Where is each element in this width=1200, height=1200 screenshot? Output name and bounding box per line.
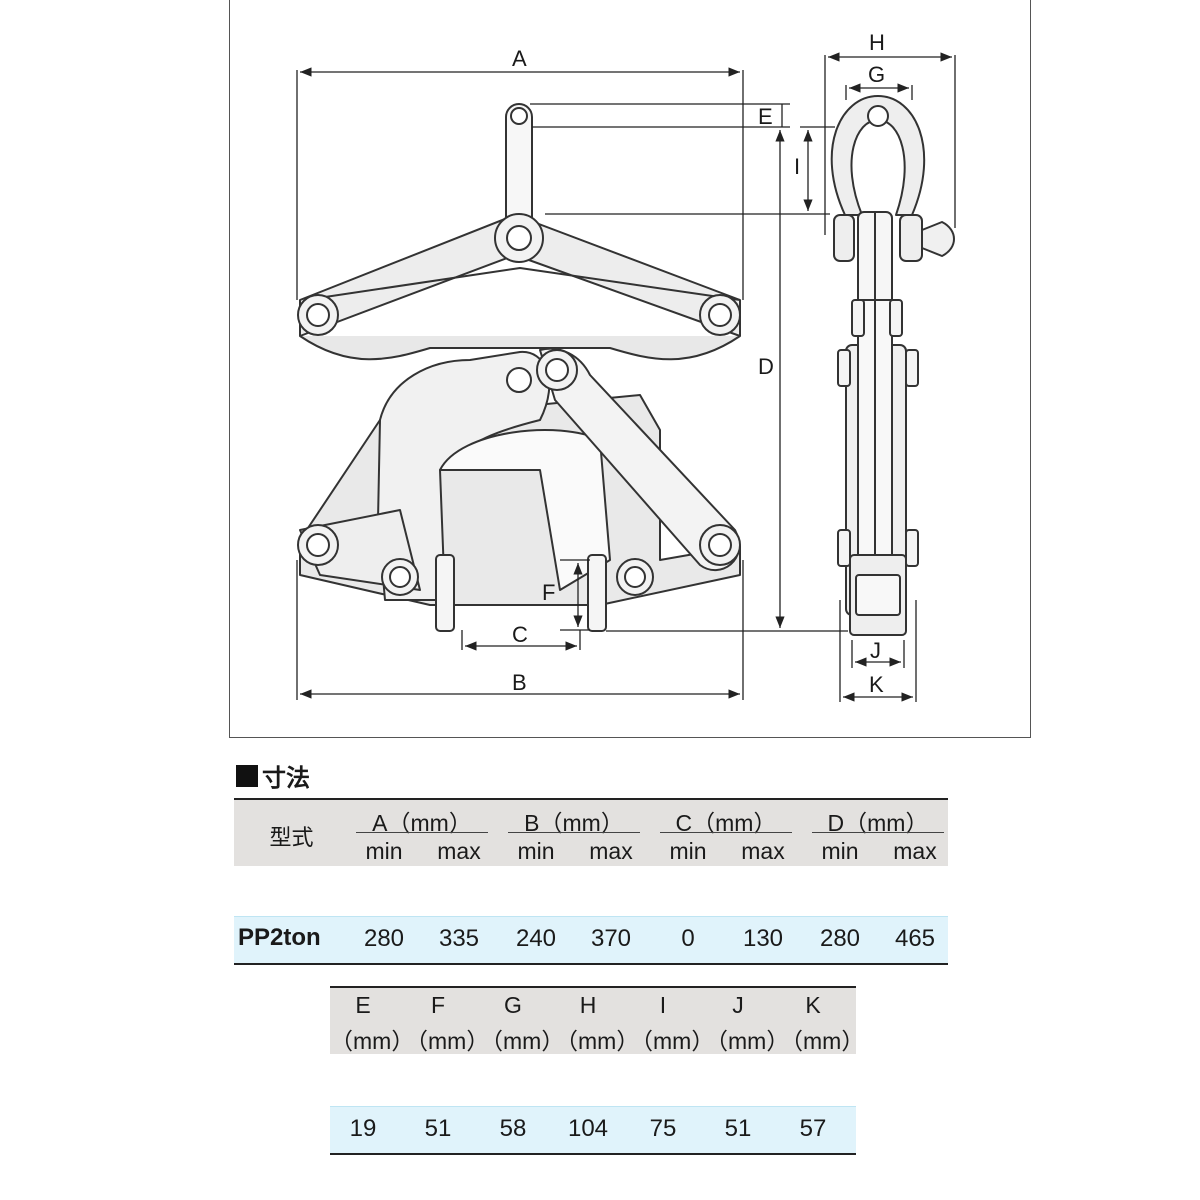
value-c-max: 130 bbox=[742, 925, 784, 952]
col-header-g: G bbox=[504, 992, 522, 1018]
dimension-table-efghijk: E F G H I J K （mm） （mm） （mm） （mm） （mm） （… bbox=[330, 986, 865, 1155]
section-title-text: 寸法 bbox=[262, 765, 310, 792]
col-header-f: F bbox=[430, 992, 446, 1018]
dimension-lines bbox=[296, 52, 956, 702]
unit-label: （mm） bbox=[330, 1028, 415, 1054]
col-header-i: I bbox=[659, 992, 667, 1018]
dimension-table-abcd: 型式 A（mm） B（mm） C（mm） D（mm） min max min m… bbox=[234, 798, 948, 965]
col-header-h: H bbox=[579, 992, 597, 1018]
sub-header-min: min bbox=[821, 838, 859, 864]
dim-label-f: F bbox=[542, 580, 555, 605]
unit-label: （mm） bbox=[480, 1028, 565, 1054]
dim-label-k: K bbox=[869, 672, 884, 697]
model-column-header: 型式 bbox=[269, 825, 314, 850]
table-spacer bbox=[234, 866, 948, 916]
col-header-c: C（mm） bbox=[675, 810, 777, 836]
sub-header-max: max bbox=[893, 838, 937, 864]
header-divider bbox=[508, 832, 640, 833]
sub-header-min: min bbox=[365, 838, 403, 864]
unit-label: （mm） bbox=[630, 1028, 715, 1054]
value-a-max: 335 bbox=[438, 925, 480, 952]
value-k: 57 bbox=[799, 1115, 827, 1142]
unit-label: （mm） bbox=[405, 1028, 490, 1054]
dim-label-h: H bbox=[869, 30, 885, 55]
value-f: 51 bbox=[424, 1115, 452, 1142]
dim-label-a: A bbox=[512, 46, 527, 71]
sub-header-max: max bbox=[589, 838, 633, 864]
sub-header-min: min bbox=[669, 838, 707, 864]
clamp-diagram: A B C D E F G H I J K bbox=[296, 30, 956, 702]
front-view bbox=[297, 103, 741, 632]
col-header-b: B（mm） bbox=[524, 810, 624, 836]
dim-label-b: B bbox=[512, 670, 527, 695]
value-b-min: 240 bbox=[515, 925, 557, 952]
col-header-k: K bbox=[805, 992, 821, 1018]
value-h: 104 bbox=[567, 1115, 609, 1142]
side-view bbox=[830, 95, 955, 636]
unit-label: （mm） bbox=[780, 1028, 865, 1054]
unit-label: （mm） bbox=[555, 1028, 640, 1054]
dim-label-i: I bbox=[794, 154, 800, 179]
table-header: E F G H I J K （mm） （mm） （mm） （mm） （mm） （… bbox=[330, 986, 865, 1054]
table-row: PP2ton 280 335 240 370 0 130 280 465 bbox=[234, 916, 948, 965]
dim-label-c: C bbox=[512, 622, 528, 647]
sub-header-max: max bbox=[437, 838, 481, 864]
table-row: 19 51 58 104 75 51 57 bbox=[330, 1106, 856, 1155]
col-header-a: A（mm） bbox=[372, 810, 472, 836]
value-j: 51 bbox=[724, 1115, 752, 1142]
model-name: PP2ton bbox=[238, 924, 321, 951]
table-spacer bbox=[330, 1054, 856, 1106]
unit-label: （mm） bbox=[705, 1028, 790, 1054]
dim-label-d: D bbox=[758, 354, 774, 379]
dim-label-e: E bbox=[758, 104, 773, 129]
col-header-d: D（mm） bbox=[827, 810, 929, 836]
value-d-min: 280 bbox=[819, 925, 861, 952]
col-header-e: E bbox=[355, 992, 371, 1018]
value-b-max: 370 bbox=[590, 925, 632, 952]
square-bullet-icon bbox=[236, 764, 258, 787]
value-i: 75 bbox=[649, 1115, 677, 1142]
header-divider bbox=[660, 832, 792, 833]
value-c-min: 0 bbox=[681, 925, 695, 952]
header-divider bbox=[356, 832, 488, 833]
value-d-max: 465 bbox=[894, 925, 936, 952]
dim-label-g: G bbox=[868, 62, 885, 87]
value-a-min: 280 bbox=[363, 925, 405, 952]
table-header: 型式 A（mm） B（mm） C（mm） D（mm） min max min m… bbox=[234, 798, 948, 866]
dim-label-j: J bbox=[870, 638, 881, 663]
section-title: 寸法 bbox=[236, 758, 310, 793]
diagram-frame bbox=[229, 0, 1031, 738]
value-g: 58 bbox=[499, 1115, 527, 1142]
header-divider bbox=[812, 832, 944, 833]
col-header-j: J bbox=[732, 992, 744, 1018]
value-e: 19 bbox=[349, 1115, 377, 1142]
sub-header-max: max bbox=[741, 838, 785, 864]
sub-header-min: min bbox=[517, 838, 555, 864]
